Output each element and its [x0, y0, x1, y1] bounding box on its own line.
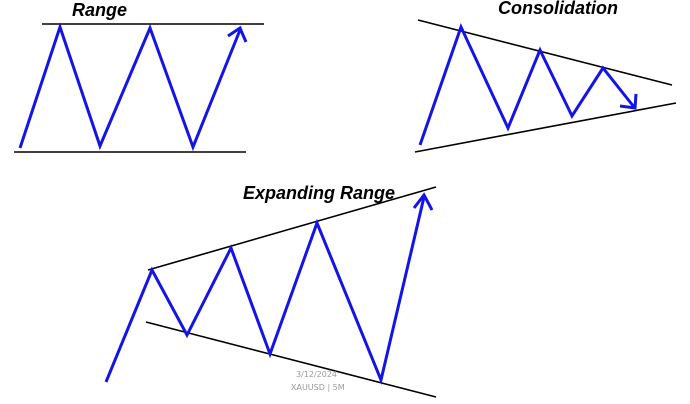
consolidation-price-path — [418, 23, 636, 146]
expanding-arrow-icon — [412, 192, 434, 211]
watermark-symbol: XAUUSD | 5M — [291, 383, 345, 392]
consolidation-upper-line — [417, 19, 673, 86]
expanding-range-pattern — [104, 186, 437, 398]
range-arrow-icon — [227, 25, 248, 43]
consolidation-lower-line — [414, 102, 677, 153]
watermark-date: 3/12/2024 — [296, 370, 338, 379]
consolidation-title: Consolidation — [498, 0, 618, 18]
expanding-price-path — [104, 196, 426, 385]
expanding-upper-line — [147, 186, 437, 271]
range-price-path — [18, 22, 242, 152]
expanding-lower-line — [145, 321, 437, 398]
range-pattern — [14, 22, 264, 153]
expanding-range-title: Expanding Range — [243, 183, 396, 203]
consolidation-arrow-icon — [619, 93, 638, 110]
consolidation-pattern — [414, 19, 677, 153]
range-title: Range — [72, 0, 128, 20]
